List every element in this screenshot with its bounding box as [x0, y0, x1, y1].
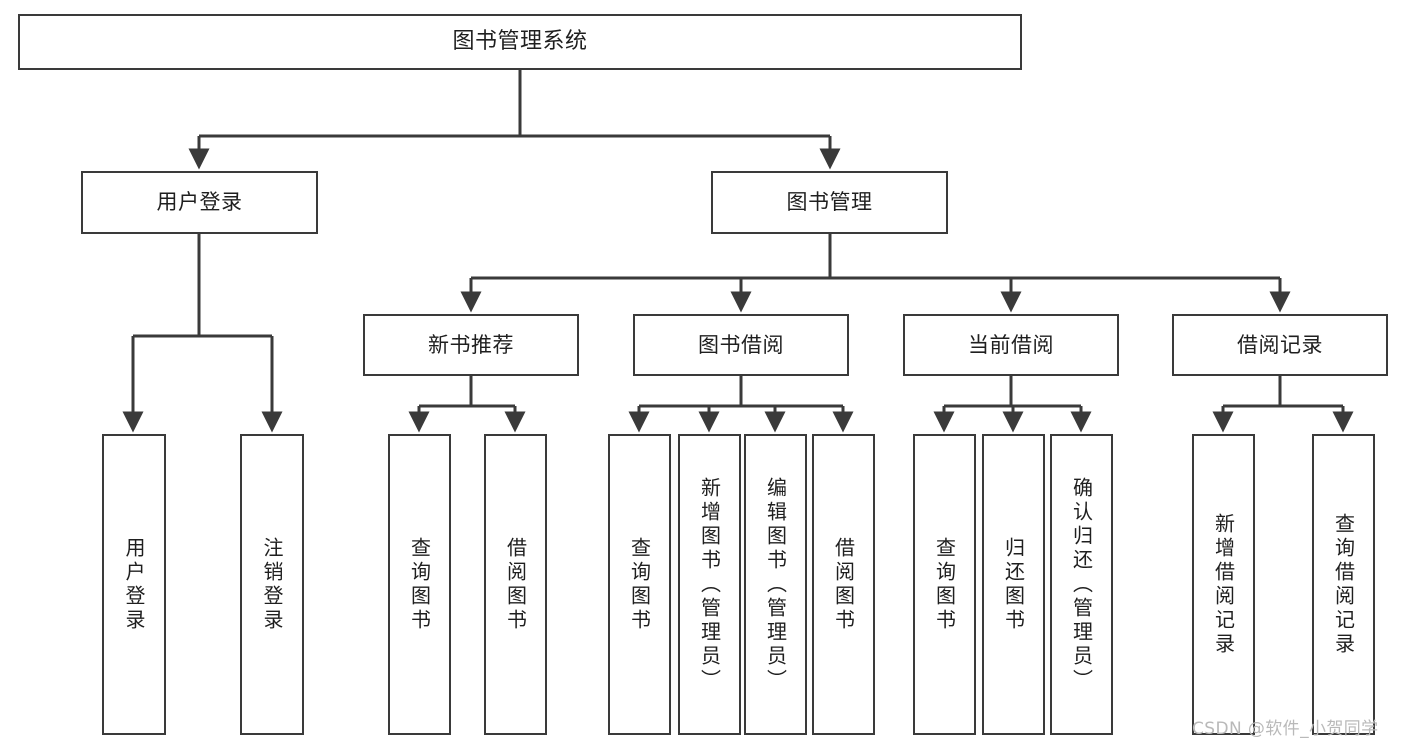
node-book-management[interactable]: 图书管理 [711, 171, 948, 234]
node-leaf-user-logout-label: 注销登录 [260, 536, 284, 633]
node-leaf-user-logout[interactable]: 注销登录 [240, 434, 304, 735]
node-leaf-edit-book-admin-label: 编辑图书（管理员） [763, 476, 788, 693]
node-leaf-add-book-admin[interactable]: 新增图书（管理员） [678, 434, 741, 735]
node-leaf-confirm-return-admin[interactable]: 确认归还（管理员） [1050, 434, 1113, 735]
node-leaf-add-book-admin-label: 新增图书（管理员） [697, 476, 722, 693]
node-leaf-return-book[interactable]: 归还图书 [982, 434, 1045, 735]
node-leaf-borrow-book-recommend-label: 借阅图书 [503, 536, 528, 633]
node-leaf-add-borrow-record-label: 新增借阅记录 [1211, 512, 1236, 657]
node-current-borrow-label: 当前借阅 [968, 332, 1054, 357]
node-leaf-query-borrow-record-label: 查询借阅记录 [1331, 512, 1356, 657]
node-book-borrow[interactable]: 图书借阅 [633, 314, 849, 376]
node-leaf-borrow-book-recommend[interactable]: 借阅图书 [484, 434, 547, 735]
node-leaf-query-borrow-record[interactable]: 查询借阅记录 [1312, 434, 1375, 735]
node-leaf-add-borrow-record[interactable]: 新增借阅记录 [1192, 434, 1255, 735]
node-user-login[interactable]: 用户登录 [81, 171, 318, 234]
node-leaf-return-book-label: 归还图书 [1001, 536, 1026, 633]
node-root[interactable]: 图书管理系统 [18, 14, 1022, 70]
node-new-book-recommend[interactable]: 新书推荐 [363, 314, 579, 376]
node-leaf-borrow-book-label: 借阅图书 [831, 536, 856, 633]
node-leaf-borrow-book[interactable]: 借阅图书 [812, 434, 875, 735]
node-leaf-query-book-current-label: 查询图书 [932, 536, 957, 633]
node-root-label: 图书管理系统 [452, 29, 588, 55]
node-leaf-query-book-current[interactable]: 查询图书 [913, 434, 976, 735]
node-leaf-user-login-label: 用户登录 [122, 536, 146, 633]
node-new-book-recommend-label: 新书推荐 [428, 332, 514, 357]
node-book-borrow-label: 图书借阅 [698, 332, 784, 357]
node-leaf-query-book-borrow-label: 查询图书 [627, 536, 652, 633]
node-leaf-user-login[interactable]: 用户登录 [102, 434, 166, 735]
node-book-management-label: 图书管理 [786, 190, 873, 215]
node-leaf-query-book-borrow[interactable]: 查询图书 [608, 434, 671, 735]
node-current-borrow[interactable]: 当前借阅 [903, 314, 1119, 376]
node-borrow-record[interactable]: 借阅记录 [1172, 314, 1388, 376]
node-borrow-record-label: 借阅记录 [1237, 332, 1323, 357]
node-leaf-confirm-return-admin-label: 确认归还（管理员） [1069, 476, 1094, 693]
node-leaf-edit-book-admin[interactable]: 编辑图书（管理员） [744, 434, 807, 735]
node-leaf-query-book-recommend-label: 查询图书 [407, 536, 432, 633]
node-leaf-query-book-recommend[interactable]: 查询图书 [388, 434, 451, 735]
node-user-login-label: 用户登录 [156, 190, 243, 215]
csdn-watermark: CSDN @软件_小贺同学 [1192, 719, 1379, 739]
